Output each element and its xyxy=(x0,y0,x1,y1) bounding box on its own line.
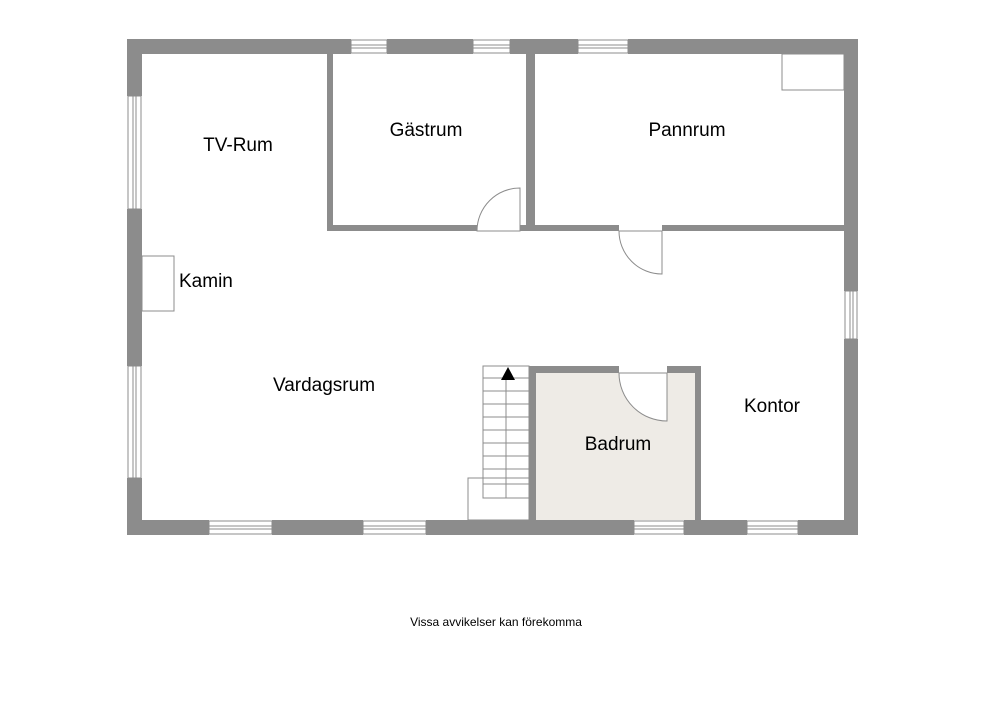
window-top-1 xyxy=(350,39,388,54)
room-label-kamin: Kamin xyxy=(179,271,233,292)
bathroom-floor xyxy=(536,373,695,520)
room-label-kontor: Kontor xyxy=(744,396,801,417)
room-label-gastrum: Gästrum xyxy=(390,120,463,141)
window-left-1 xyxy=(127,95,142,210)
stair-arrow-icon xyxy=(501,367,515,380)
room-label-badrum: Badrum xyxy=(585,434,652,455)
door-gastrum xyxy=(476,187,521,232)
door-pannrum xyxy=(618,230,663,275)
room-label-tv-rum: TV-Rum xyxy=(203,135,273,156)
door-badrum xyxy=(618,372,668,422)
window-bottom-4 xyxy=(746,520,799,535)
room-label-vardagsrum: Vardagsrum xyxy=(273,375,375,396)
window-bottom-2 xyxy=(362,520,427,535)
doors xyxy=(476,187,668,422)
outer-walls xyxy=(127,39,858,535)
window-bottom-3 xyxy=(633,520,685,535)
window-left-2 xyxy=(127,365,142,479)
window-bottom-1 xyxy=(208,520,273,535)
pannrum-fixture xyxy=(781,53,845,91)
window-top-3 xyxy=(577,39,629,54)
windows xyxy=(127,39,858,535)
staircase xyxy=(467,365,530,521)
window-top-2 xyxy=(472,39,511,54)
window-right-1 xyxy=(844,290,858,340)
disclaimer-text: Vissa avvikelser kan förekomma xyxy=(410,615,582,629)
interior-walls xyxy=(327,54,844,520)
room-label-pannrum: Pannrum xyxy=(648,120,725,141)
fireplace xyxy=(141,255,175,312)
